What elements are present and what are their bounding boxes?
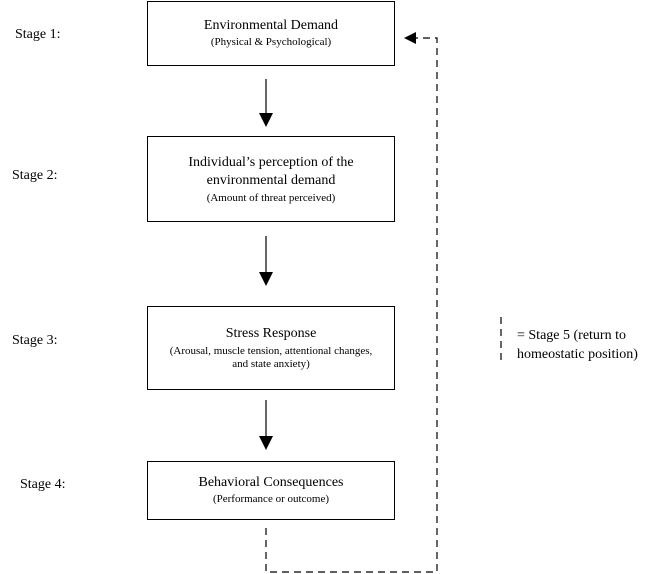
stage-2-box: Individual’s perception of the environme… — [147, 136, 395, 222]
stage-1-label: Stage 1: — [15, 27, 61, 42]
stage-1-title: Environmental Demand — [203, 18, 339, 33]
legend-text: = Stage 5 (return to homeostatic positio… — [517, 328, 638, 362]
stage-2-title: Individual’s perception of the environme… — [188, 154, 354, 188]
arrow-3-4-head — [259, 436, 273, 450]
feedback-loop-arrowhead — [404, 32, 416, 44]
feedback-loop-line — [265, 37, 438, 573]
stage-2-label: Stage 2: — [12, 168, 58, 183]
stage-4-box: Behavioral Consequences (Performance or … — [147, 461, 395, 520]
stage-2-subtitle: (Amount of threat perceived) — [206, 191, 336, 204]
stage-4-title: Behavioral Consequences — [198, 475, 344, 490]
stage-3-subtitle: (Arousal, muscle tension, attentional ch… — [169, 344, 373, 370]
stage-3-title: Stress Response — [225, 325, 317, 341]
stage-4-subtitle: (Performance or outcome) — [212, 493, 330, 505]
stage-4-label: Stage 4: — [20, 477, 66, 492]
arrow-2-3-head — [259, 272, 273, 286]
stage-3-box: Stress Response (Arousal, muscle tension… — [147, 306, 395, 390]
arrow-1-2-head — [259, 113, 273, 127]
stage-1-subtitle: (Physical & Psychological) — [210, 36, 332, 48]
stage-1-box: Environmental Demand (Physical & Psychol… — [147, 1, 395, 66]
stage-3-label: Stage 3: — [12, 333, 58, 348]
